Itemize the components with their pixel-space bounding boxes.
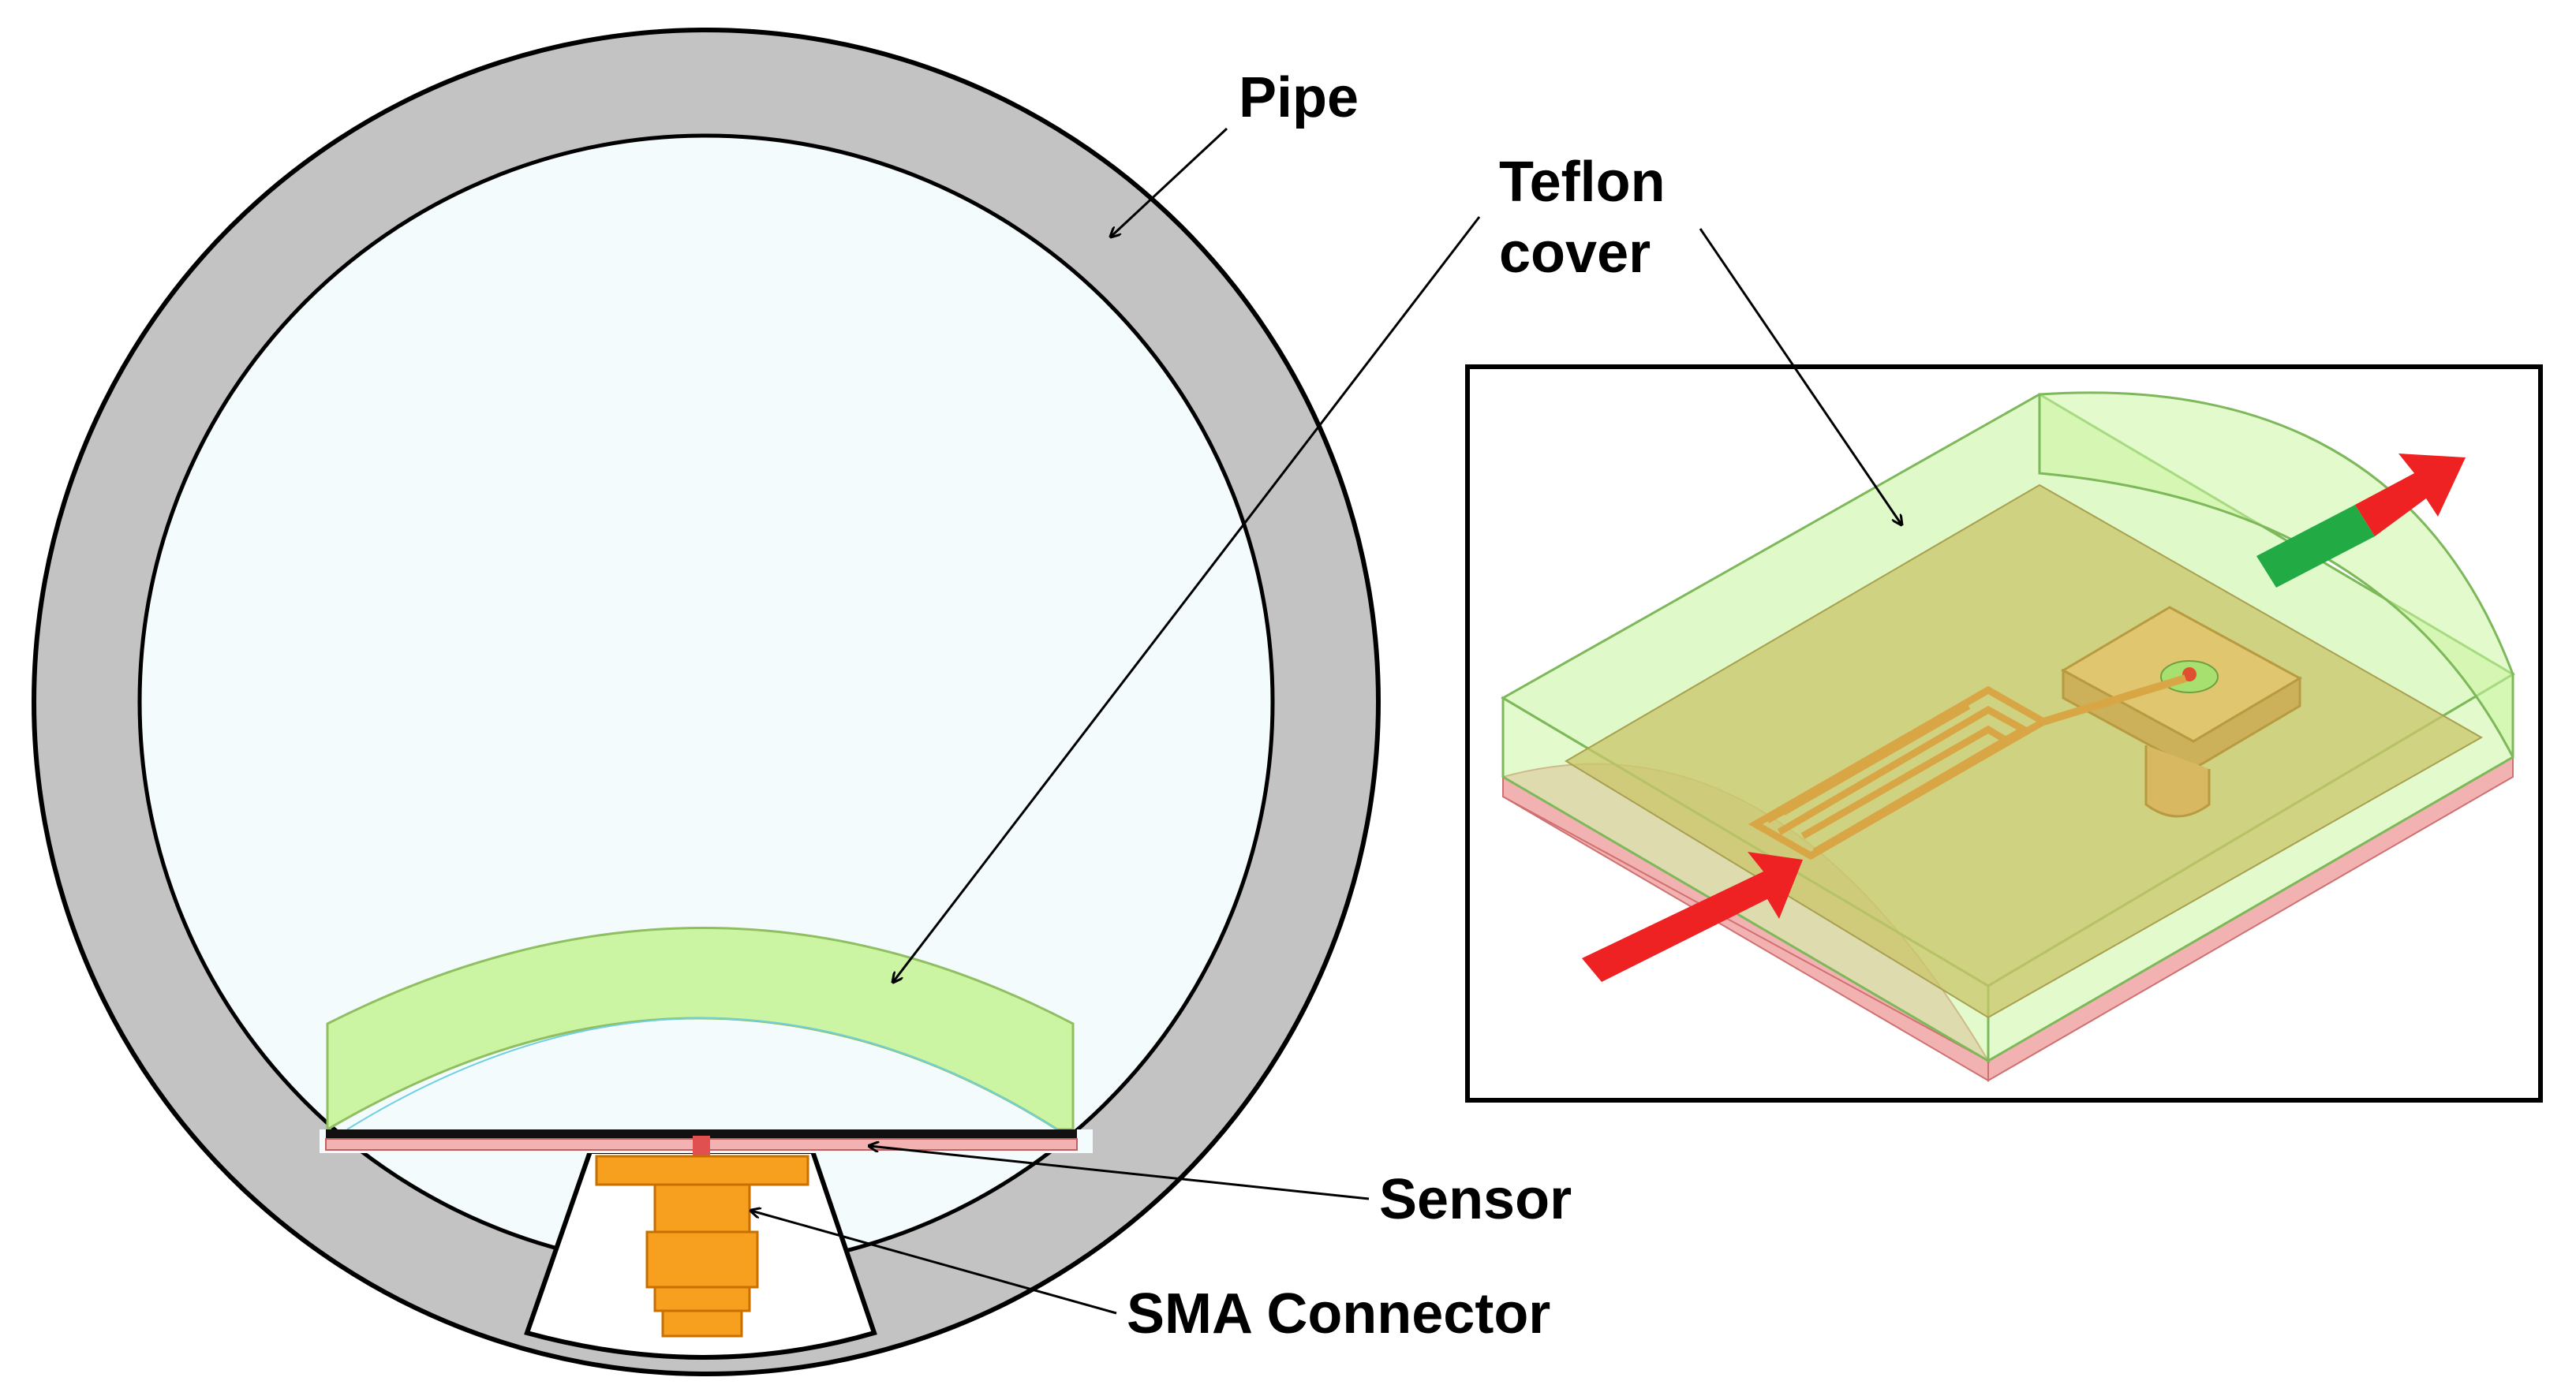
flow-out-arrow-head [2355,454,2466,536]
sensor-board-3d [1565,483,2484,1019]
sensor-leader [869,1146,1370,1200]
label-teflon-line1: Teflon [1499,151,1666,214]
connector-pin [693,1136,710,1158]
sma-leader [751,1211,1117,1315]
meander-trace [1748,685,2051,860]
sma-connector [595,1155,809,1338]
teflon-back-arch [2038,391,2514,758]
pipe-interior [137,133,1275,1271]
pipe-cross-section [32,28,1381,1376]
label-teflon-line2: cover [1499,222,1651,285]
teflon-leader-right [1699,228,1901,524]
label-sma-connector: SMA Connector [1127,1282,1550,1346]
label-pipe: Pipe [1239,66,1359,129]
label-sensor: Sensor [1379,1168,1572,1231]
flow-out-arrow-stem [2256,505,2375,588]
feed-line [2042,674,2187,726]
pipe-leader [1111,127,1228,237]
flow-in-arrow [1582,852,1803,982]
teflon-cover-inner-edge [346,1017,1058,1130]
leader-lines [751,127,1901,1315]
sensor-3d-inset [1465,364,2543,1103]
teflon-leader-left [893,216,1481,982]
sensor-plate [326,1129,1077,1139]
